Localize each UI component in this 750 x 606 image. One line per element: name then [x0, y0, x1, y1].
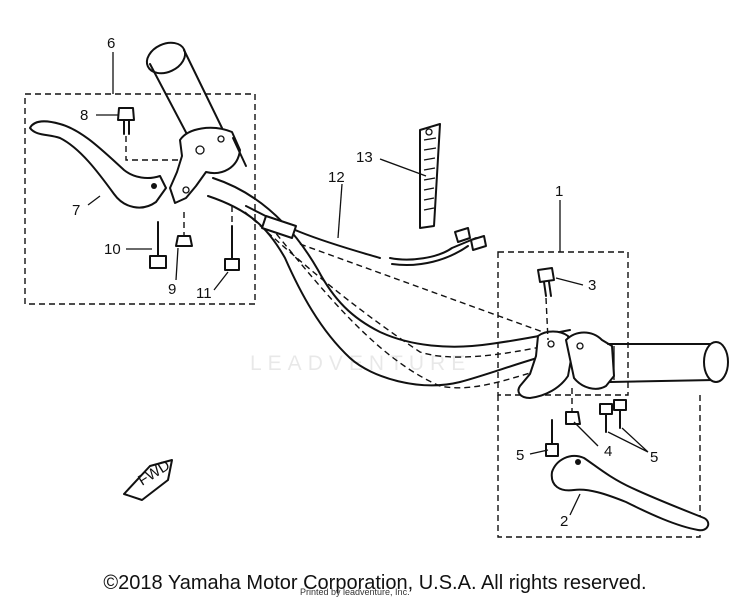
cable [245, 205, 487, 267]
part-10-bolt [149, 221, 167, 269]
left-lever [29, 120, 167, 209]
part-5-bolt-right [613, 399, 627, 429]
right-assembly-group-box [497, 251, 629, 396]
left-grip [145, 41, 223, 141]
callout-7: 7 [72, 202, 80, 219]
part-3-screw [537, 267, 555, 297]
part-3-leader-dashed [545, 297, 549, 341]
callout-1: 1 [555, 183, 563, 200]
part-8-leader-dashed [125, 136, 180, 161]
forward-arrow-icon: FWD [123, 457, 173, 501]
callout-12: 12 [328, 169, 345, 186]
right-grip [607, 341, 729, 383]
callout-11: 11 [196, 285, 212, 302]
callout-5-left: 5 [516, 447, 524, 464]
cable-tie [419, 123, 441, 229]
callout-3: 3 [588, 277, 596, 294]
callout-8: 8 [80, 107, 88, 124]
right-lever [550, 454, 710, 532]
callout-4: 4 [604, 443, 612, 460]
right-assembly-group-box-lower [497, 395, 701, 538]
left-lever-holder [169, 126, 247, 204]
callout-13: 13 [356, 149, 373, 166]
part-11-bolt [224, 225, 240, 271]
callout-6: 6 [107, 35, 115, 52]
right-lever-holder [517, 330, 615, 399]
callout-2: 2 [560, 513, 568, 530]
part-4-nut [565, 411, 581, 425]
printed-note: Printed by leadventure, Inc. [300, 587, 410, 597]
callout-10: 10 [104, 241, 121, 258]
part-5-bolt-left [545, 419, 559, 457]
copyright-notice: ©2018 Yamaha Motor Corporation, U.S.A. A… [103, 572, 647, 594]
watermark: LEADVENTURE [250, 352, 472, 375]
part-5-bolt-mid [599, 403, 613, 433]
callout-9: 9 [168, 281, 176, 298]
part-9-nut [175, 235, 193, 247]
callout-5-right: 5 [650, 449, 658, 466]
part-8-screw [117, 107, 135, 135]
callout-leaders [87, 52, 649, 516]
